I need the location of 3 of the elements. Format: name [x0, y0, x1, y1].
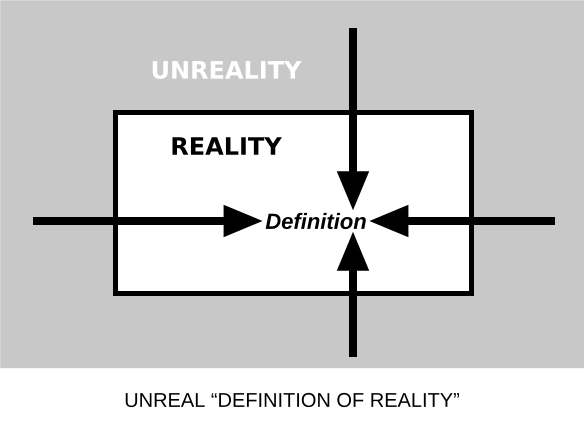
term-label: Definition [266, 212, 366, 230]
caption: UNREAL “DEFINITION OF REALITY” [126, 392, 460, 408]
region-label: REALITY [172, 137, 282, 155]
